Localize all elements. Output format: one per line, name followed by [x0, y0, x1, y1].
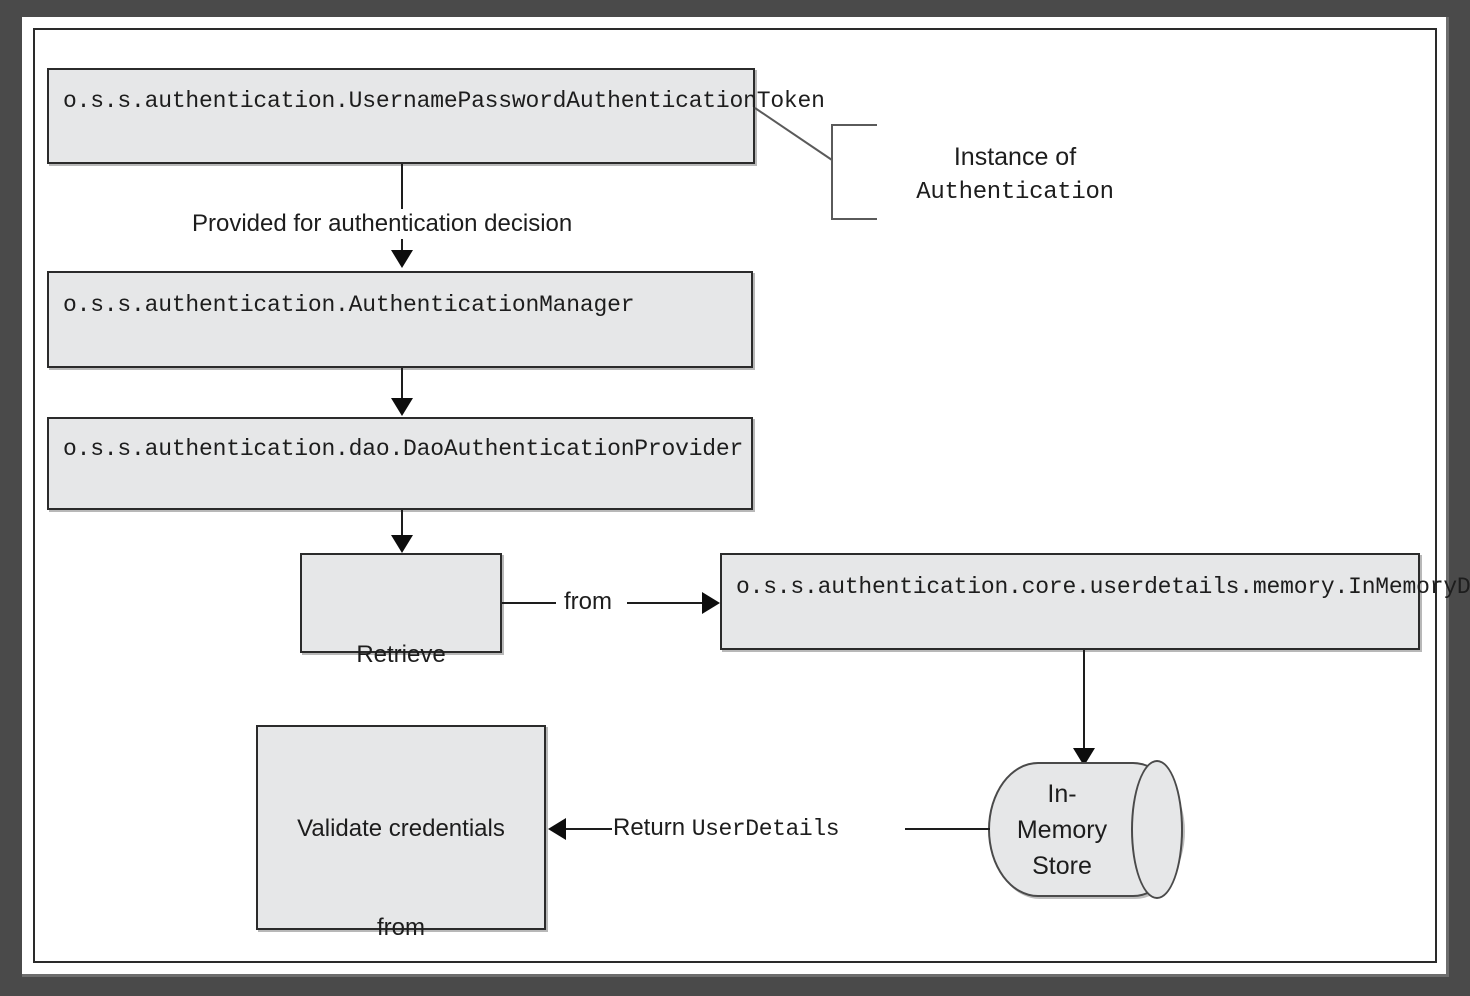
- edge-token-manager-line: [401, 164, 403, 252]
- node-validate-credentials[interactable]: Validate credentials from Authentication…: [256, 725, 546, 941]
- edge-label-provided-for-authentication-decision: Provided for authentication decision: [184, 209, 581, 239]
- edge-manager-provider-line: [401, 368, 403, 401]
- edge-store-validate-line-right: [905, 828, 990, 830]
- node-authentication-manager[interactable]: o.s.s.authentication.AuthenticationManag…: [47, 271, 753, 368]
- edge-store-validate-line-left: [566, 828, 612, 830]
- return-label-prefix: Return: [613, 814, 692, 841]
- node-in-memory-store[interactable]: In- Memory Store: [988, 760, 1183, 899]
- node-dao-authentication-provider[interactable]: o.s.s.authentication.dao.DaoAuthenticati…: [47, 417, 753, 510]
- node-label: o.s.s.authentication.UsernamePasswordAut…: [63, 88, 825, 114]
- page-shadow-right: [1446, 17, 1449, 977]
- return-label-type: UserDetails: [691, 816, 840, 842]
- cylinder-label: In- Memory Store: [1016, 779, 1108, 880]
- edge-dao-store-line: [1083, 650, 1085, 752]
- page-border: [33, 28, 1437, 963]
- instance-of-annotation: Instance of Authentication: [890, 140, 1140, 210]
- instance-of-line2: Authentication: [916, 179, 1114, 206]
- page-shadow-bottom: [22, 974, 1449, 977]
- validate-line2: from: [377, 914, 425, 941]
- edge-retrieve-dao-arrowhead: [702, 592, 720, 614]
- edge-retrieve-dao-line-left: [502, 602, 556, 604]
- edge-provider-retrieve-arrowhead: [391, 535, 413, 553]
- edge-label-from: from: [564, 588, 612, 615]
- retrieve-line1: Retrieve: [356, 641, 446, 668]
- edge-provider-retrieve-line: [401, 510, 403, 538]
- node-retrieve-userdetails[interactable]: Retrieve UserDetails: [300, 553, 502, 766]
- node-label: o.s.s.authentication.core.userdetails.me…: [736, 574, 1470, 600]
- edge-token-manager-arrowhead: [391, 250, 413, 268]
- edge-store-validate-arrowhead: [548, 818, 566, 840]
- cylinder-cap: [1131, 760, 1183, 899]
- node-in-memory-dao-impl[interactable]: o.s.s.authentication.core.userdetails.me…: [720, 553, 1470, 650]
- node-label: o.s.s.authentication.AuthenticationManag…: [63, 292, 635, 318]
- node-label: o.s.s.authentication.dao.DaoAuthenticati…: [63, 436, 744, 462]
- edge-dao-store-arrowhead: [1073, 748, 1095, 766]
- edge-retrieve-dao-line-right: [627, 602, 704, 604]
- edge-label-return-userdetails: Return UserDetails: [613, 813, 840, 844]
- instance-leader-line: [754, 107, 877, 220]
- edge-manager-provider-arrowhead: [391, 398, 413, 416]
- instance-of-line1: Instance of: [953, 143, 1077, 171]
- node-label-lines: Validate credentials from Authentication…: [258, 746, 544, 996]
- validate-line1: Validate credentials: [297, 815, 505, 842]
- node-username-password-authentication-token[interactable]: o.s.s.authentication.UsernamePasswordAut…: [47, 68, 825, 164]
